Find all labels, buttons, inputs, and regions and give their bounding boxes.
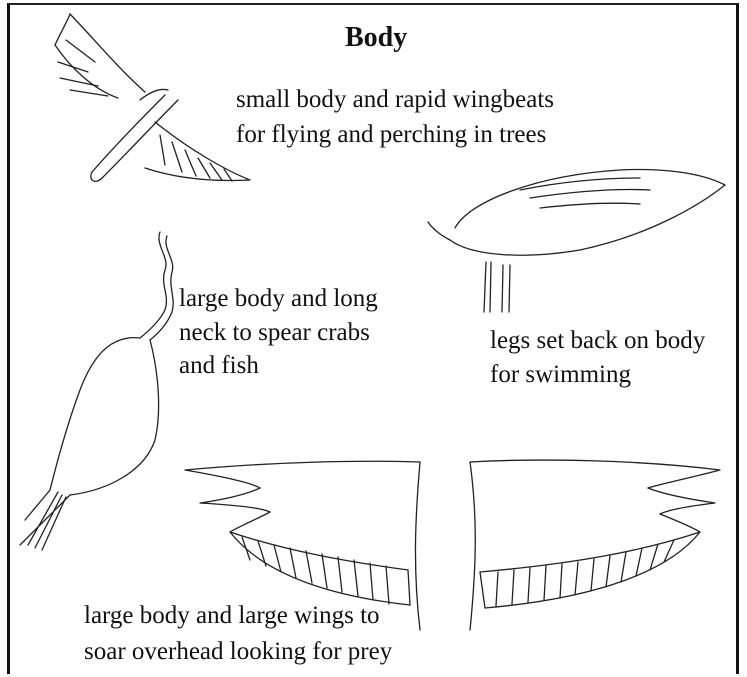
soaring-caption-line-2: soar overhead looking for prey bbox=[84, 636, 392, 668]
soaring-caption-line-1: large body and large wings to bbox=[84, 600, 380, 632]
swimming-bird-sketch bbox=[428, 170, 725, 312]
swimming-caption-line-1: legs set back on body bbox=[490, 325, 705, 357]
wading-caption-line-2: neck to spear crabs bbox=[179, 317, 370, 349]
soaring-bird-right-wing bbox=[470, 460, 720, 630]
swimming-caption-line-2: for swimming bbox=[490, 359, 631, 391]
diagram-title: Body bbox=[345, 22, 407, 54]
wading-caption-line-1: large body and long bbox=[179, 283, 378, 315]
perching-caption-line-2: for flying and perching in trees bbox=[236, 119, 546, 151]
wading-bird-sketch bbox=[20, 232, 173, 550]
perching-bird-sketch bbox=[55, 14, 250, 181]
perching-caption-line-1: small body and rapid wingbeats bbox=[236, 84, 554, 116]
wading-caption-line-3: and fish bbox=[179, 350, 259, 382]
